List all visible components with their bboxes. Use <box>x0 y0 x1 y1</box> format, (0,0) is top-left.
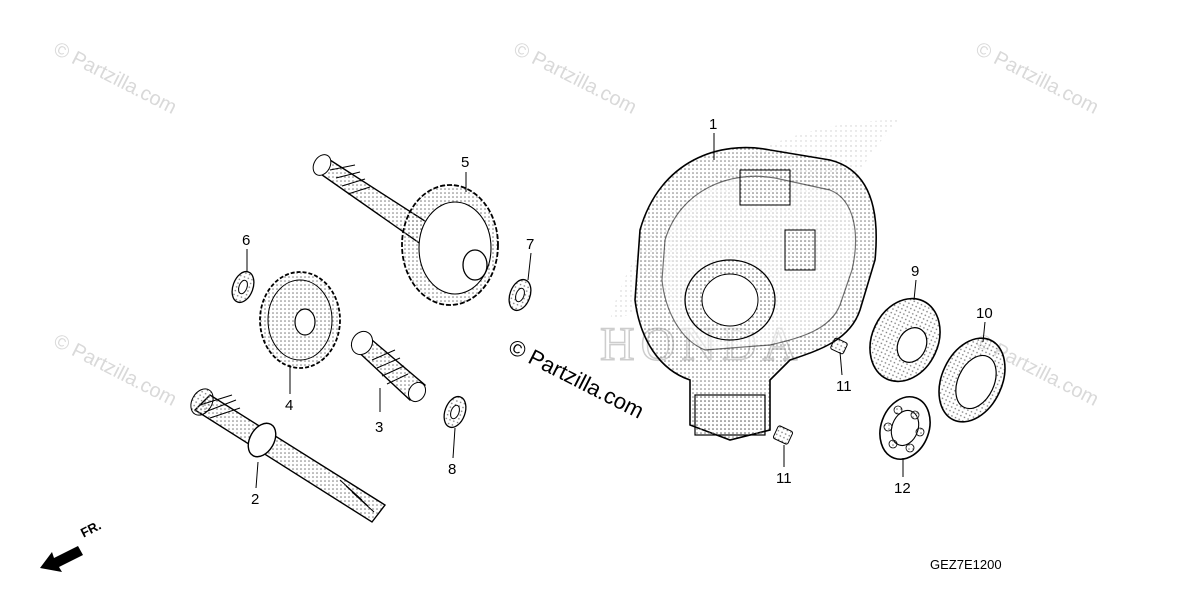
callout-12: 12 <box>894 480 911 497</box>
diagram-code: GEZ7E1200 <box>930 557 1002 572</box>
callout-11: 11 <box>836 378 852 395</box>
callout-10: 10 <box>976 305 993 322</box>
part-5-gear-shaft <box>312 154 499 306</box>
part-9-bearing <box>869 297 941 383</box>
part-2-shaft <box>190 388 387 523</box>
part-11-dowel-pin <box>830 337 848 355</box>
callout-9: 9 <box>911 263 919 280</box>
part-1-case <box>634 146 877 441</box>
part-12-bearing <box>879 396 931 460</box>
callout-3: 3 <box>375 419 383 436</box>
callout-7: 7 <box>526 236 534 253</box>
part-8-washer <box>443 395 467 429</box>
callout-1: 1 <box>709 116 717 133</box>
callout-5: 5 <box>461 154 469 171</box>
part-3-pinion <box>350 330 427 403</box>
part-7-washer <box>508 278 532 312</box>
part-10-bearing <box>938 337 1006 423</box>
leader-lines <box>246 133 986 489</box>
callout-4: 4 <box>285 397 293 414</box>
part-11-dowel-pin <box>772 425 794 445</box>
callout-6: 6 <box>242 232 250 249</box>
part-6-washer <box>231 270 255 304</box>
part-4-gear <box>259 271 341 369</box>
callout-8: 8 <box>448 461 456 478</box>
front-arrow-icon <box>40 546 83 572</box>
callout-11: 11 <box>776 470 792 487</box>
callout-2: 2 <box>251 491 259 508</box>
